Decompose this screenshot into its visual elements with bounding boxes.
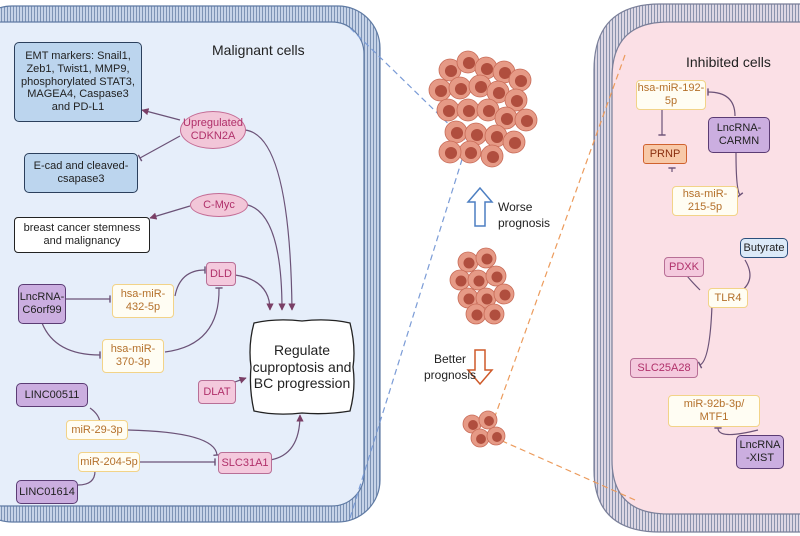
worse-prognosis-label: Worse prognosis [498,200,551,230]
medium-tumor-cell [485,265,507,287]
large-tumor-cell [514,108,538,132]
large-tumor-cell [504,88,528,112]
small-tumor-cell [470,428,490,448]
medium-tumor-cell [457,287,479,309]
medium-tumor-cell [465,303,487,325]
slc31a1-node: SLC31A1 [218,452,272,474]
dld-node: DLD [206,262,236,286]
linc00511-node: LINC00511 [16,383,88,407]
inhibited-cells-title: Inhibited cells [686,54,771,70]
lncrna-carmn-node: LncRNA-CARMN [708,117,770,153]
mir-92b-mtf1-node: miR-92b-3p/ MTF1 [668,395,760,427]
small-tumor-cell [478,410,498,430]
medium-tumor-cell [467,269,489,291]
large-tumor-cell [468,74,492,98]
large-tumor-cell [502,130,526,154]
slc25a28-node: SLC25A28 [630,358,698,378]
large-tumor-cell [448,76,472,100]
pdxk-node: PDXK [664,257,704,277]
regulate-outline [249,319,355,415]
large-tumor-cell [456,98,480,122]
small-tumor-cell [486,426,506,446]
regulate-cuproptosis-node: Regulate cuproptosis and BC progression [252,341,352,392]
medium-tumor-cell [449,269,471,291]
large-tumor-cell [456,50,480,74]
hsa-mir-432-node: hsa-miR-432-5p [112,284,174,318]
emt-markers-box: EMT markers: Snail1, Zeb1, Twist1, MMP9,… [14,42,142,122]
medium-tumor-cell [457,251,479,273]
large-tumor-cell [458,140,482,164]
c-myc-node: C-Myc [190,193,248,217]
tumor-clusters [428,50,538,448]
large-tumor-cell [438,140,462,164]
linc01614-node: LINC01614 [16,480,78,504]
medium-tumor-cell [483,303,505,325]
ecad-box: E-cad and cleaved-csapase3 [24,153,138,193]
large-tumor-cell [480,144,504,168]
large-tumor-cell [486,80,510,104]
upregulated-cdkn2a-node: Upregulated CDKN2A [180,111,246,149]
large-tumor-cell [438,58,462,82]
hsa-mir-192-node: hsa-miR-192-5p [636,80,706,110]
mir-29-3p-node: miR-29-3p [66,420,128,440]
better-prognosis-arrow [466,349,494,386]
dlat-node: DLAT [198,380,236,404]
hsa-mir-215-node: hsa-miR-215-5p [672,186,738,216]
prnp-node: PRNP [643,144,687,164]
lncrna-xist-node: LncRNA -XIST [736,435,784,469]
stemness-box: breast cancer stemness and malignancy [14,217,150,253]
lncrna-c6orf99-node: LncRNA-C6orf99 [18,284,66,324]
large-tumor-cell [428,78,452,102]
large-tumor-cell [508,68,532,92]
malignant-cells-title: Malignant cells [212,42,305,58]
medium-tumor-cell [475,247,497,269]
worse-prognosis-arrow [466,186,494,227]
medium-tumor-cell [475,287,497,309]
large-tumor-cell [474,56,498,80]
butyrate-node: Butyrate [740,238,788,258]
large-tumor-cell [436,98,460,122]
large-tumor-cell [444,120,468,144]
mir-204-5p-node: miR-204-5p [78,452,140,472]
tlr4-node: TLR4 [708,288,748,308]
better-prognosis-label: Better prognosis [423,352,477,382]
hsa-mir-370-node: hsa-miR-370-3p [102,339,164,373]
medium-tumor-cell [493,283,515,305]
